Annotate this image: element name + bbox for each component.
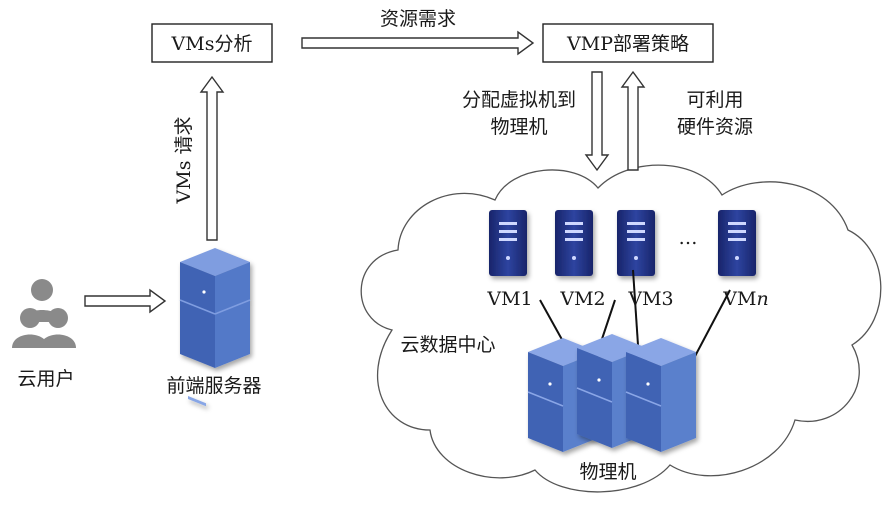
available-resources-arrow	[620, 70, 646, 171]
allocate-label-line1: 分配虚拟机到	[462, 89, 576, 111]
user-to-server-arrow	[84, 288, 167, 314]
vm-connector-line	[692, 289, 731, 361]
physical-machine-icon	[625, 338, 696, 452]
vm-ellipsis: …	[679, 227, 698, 249]
resource-demand-arrow	[301, 30, 535, 56]
cloud-datacenter-label: 云数据中心	[400, 334, 495, 356]
available-label-line1: 可利用	[686, 89, 743, 111]
front-server-label: 前端服务器	[166, 375, 261, 397]
vm-icon	[555, 210, 593, 276]
vm-connector-line	[632, 269, 639, 346]
available-label-line2: 硬件资源	[677, 116, 753, 138]
vm-label: VM2	[559, 288, 605, 310]
resource-demand-label: 资源需求	[380, 8, 456, 30]
vmp-policy-box	[542, 23, 714, 63]
vm-connector-line	[539, 299, 566, 346]
vms-analysis-label: VMs分析	[171, 33, 253, 55]
physical-machine-label: 物理机	[579, 461, 636, 483]
cloud-user-icon	[12, 279, 76, 348]
vms-request-arrow	[199, 75, 225, 241]
vm-connector-line	[599, 299, 616, 346]
vms-analysis-box	[151, 23, 273, 63]
vmp-policy-label: VMP部署策略	[566, 33, 689, 55]
vm-label: VM1	[486, 288, 532, 310]
vm-icon	[489, 210, 527, 276]
vm-label-last: VMn	[722, 288, 768, 310]
vm-icon	[617, 210, 655, 276]
front-server-icon	[179, 248, 251, 407]
vm-label: VM3	[627, 288, 673, 310]
cloud-user-label: 云用户	[17, 368, 74, 390]
allocate-label-line2: 物理机	[490, 116, 547, 138]
allocate-arrow	[584, 71, 610, 172]
vms-request-label: VMs 请求	[173, 117, 195, 205]
vm-icon	[718, 210, 756, 276]
